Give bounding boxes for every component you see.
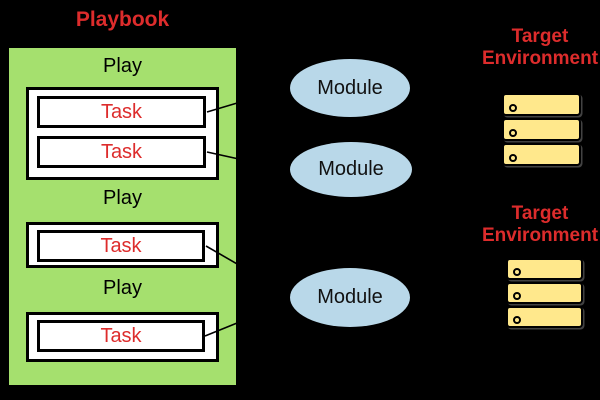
target-environment-label-1: Target Environment (480, 26, 600, 70)
power-led-icon (509, 104, 517, 112)
server-unit-icon (502, 118, 581, 141)
server-unit-icon (506, 306, 583, 328)
power-led-icon (513, 316, 521, 324)
module-node-3: Module (290, 268, 410, 327)
target-label-line1: Target (511, 203, 569, 224)
arrow-module1-to-target1 (407, 95, 499, 133)
server-unit-icon (502, 93, 581, 116)
power-led-icon (513, 268, 521, 276)
play-label-3: Play (103, 277, 142, 299)
task-box-play1-1: Task (37, 96, 206, 128)
module-node-1: Module (290, 59, 410, 117)
target-environment-label-2: Target Environment (480, 203, 600, 247)
module-node-2: Module (290, 142, 412, 197)
target-label-line2: Environment (481, 48, 599, 69)
server-unit-icon (502, 143, 581, 166)
power-led-icon (509, 154, 517, 162)
play-label-1: Play (103, 55, 142, 77)
power-led-icon (509, 129, 517, 137)
arrow-module3-to-target2 (410, 276, 505, 295)
server-unit-icon (506, 258, 583, 280)
power-led-icon (513, 292, 521, 300)
target-label-line2: Environment (481, 225, 599, 246)
playbook-title: Playbook (75, 8, 170, 31)
play-label-2: Play (103, 187, 142, 209)
target-label-line1: Target (511, 26, 569, 47)
server-unit-icon (506, 282, 583, 304)
task-box-play1-2: Task (37, 136, 206, 168)
task-box-play2-1: Task (37, 230, 205, 262)
task-box-play3-1: Task (37, 320, 205, 352)
